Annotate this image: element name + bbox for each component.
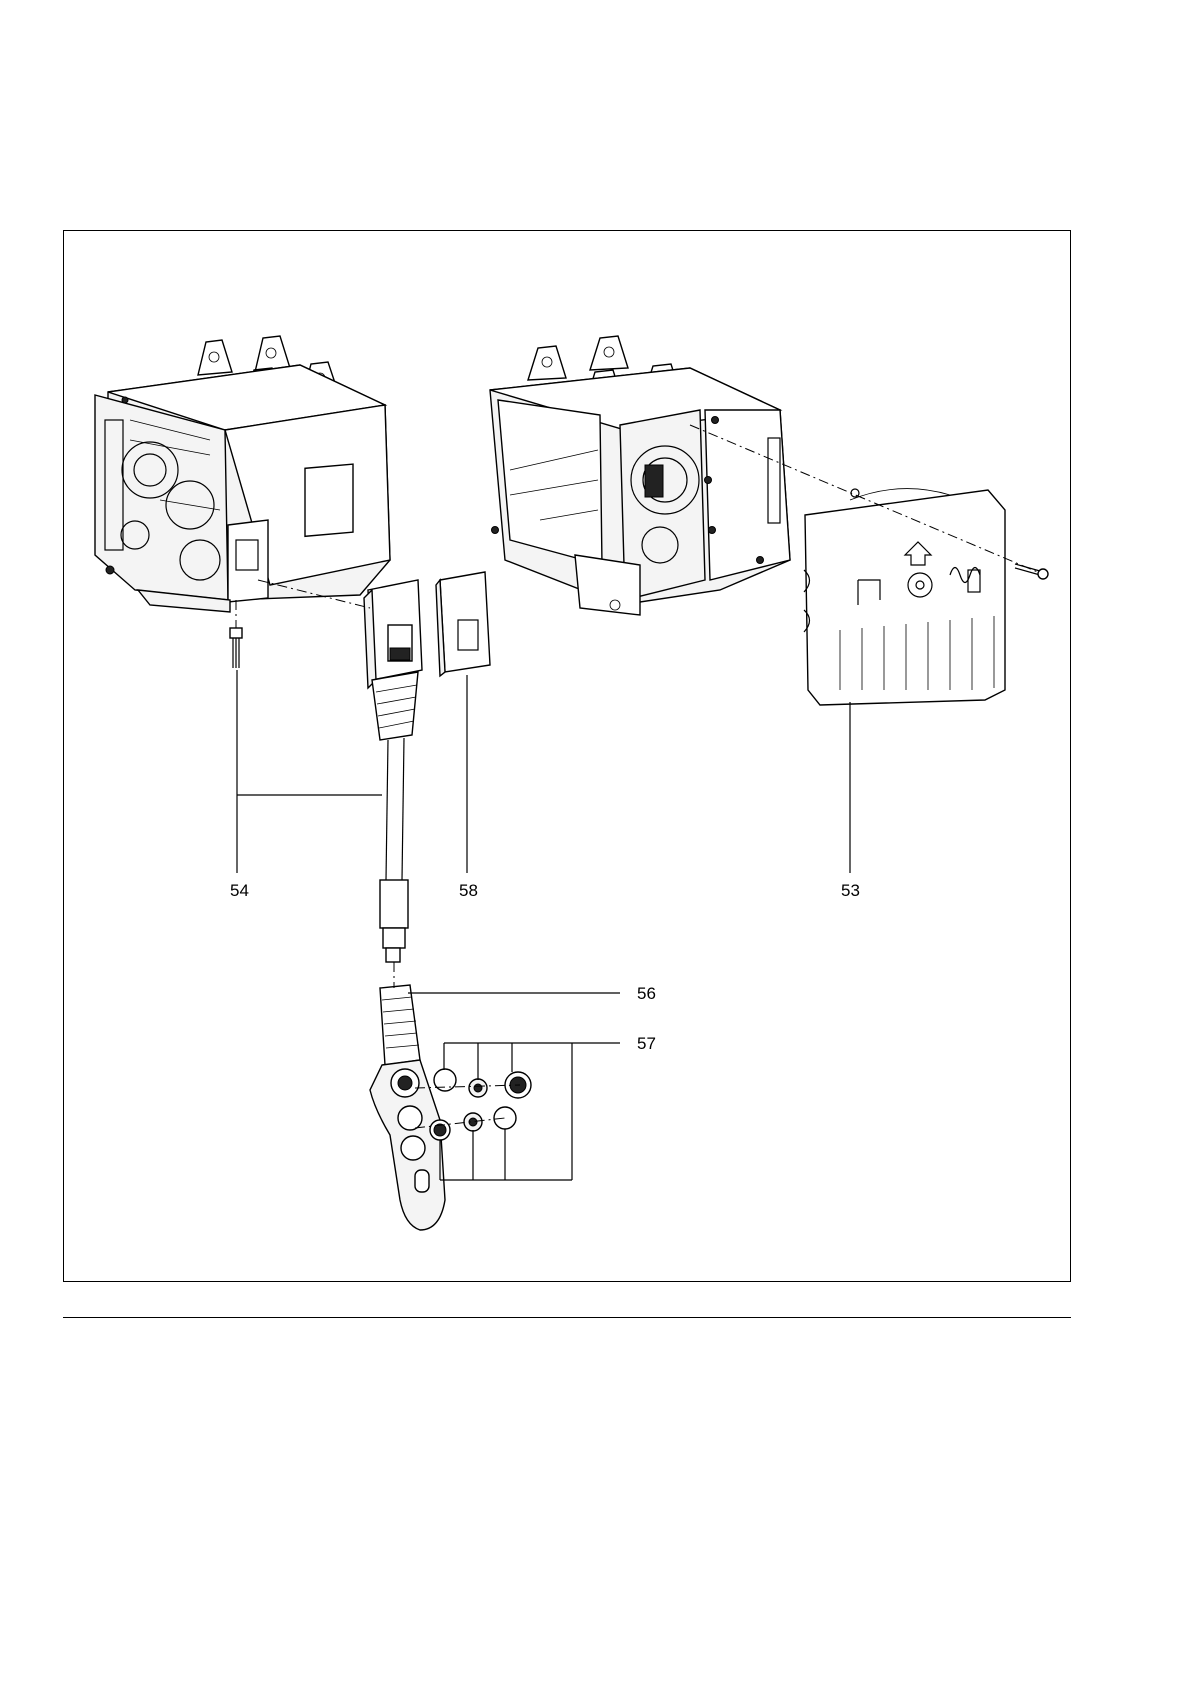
pendant-illustration	[370, 985, 445, 1230]
left-housing-illustration	[95, 336, 390, 668]
leader-lines	[237, 670, 850, 1180]
right-housing-illustration	[490, 336, 790, 615]
callout-58: 58	[459, 881, 478, 900]
callout-57: 57	[637, 1034, 656, 1053]
callout-54: 54	[230, 881, 249, 900]
callout-53: 53	[841, 881, 860, 900]
callout-56: 56	[637, 984, 656, 1003]
button-set-illustration	[430, 1069, 531, 1140]
cover-illustration	[804, 489, 1048, 705]
plug-cable-illustration	[364, 580, 422, 962]
cap-illustration	[436, 572, 490, 676]
